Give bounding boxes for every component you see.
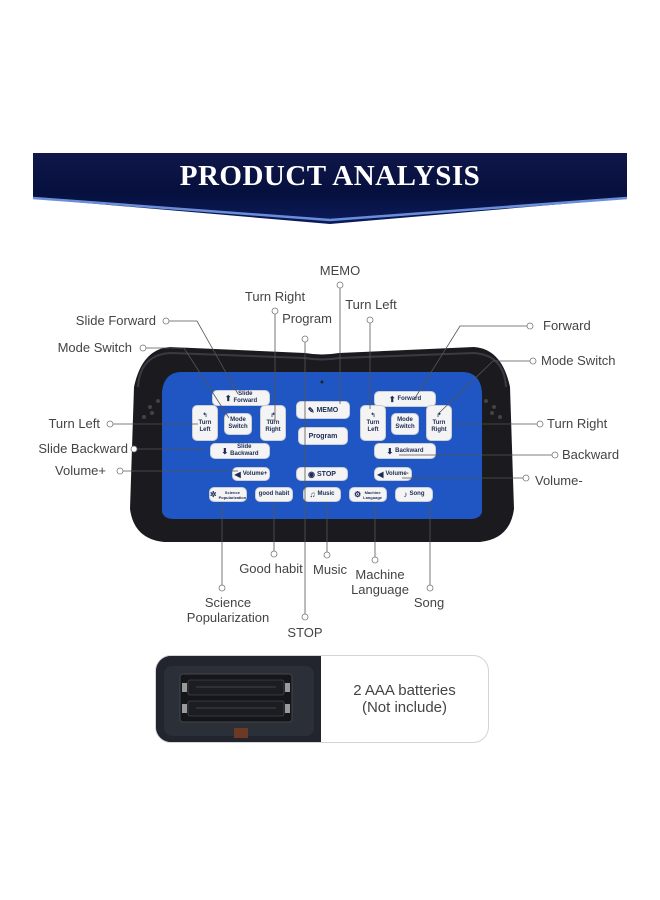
atom-icon: ✲ bbox=[209, 490, 217, 499]
label-backward: Backward bbox=[562, 447, 620, 462]
good-habit-button[interactable]: good habit bbox=[255, 487, 293, 502]
label-program: Program bbox=[282, 311, 332, 326]
label-music: Music bbox=[313, 562, 347, 577]
song-button[interactable]: ♪Song bbox=[395, 487, 433, 502]
label-turn-right-top: Turn Right bbox=[244, 289, 306, 304]
label-slide-forward: Slide Forward bbox=[75, 313, 156, 328]
label-good-habit: Good habit bbox=[239, 561, 303, 576]
up-arrow-icon: ⬆ bbox=[224, 393, 232, 403]
backward-arrow-icon: ⬇ bbox=[386, 446, 394, 456]
stop-button[interactable]: ◉STOP bbox=[296, 467, 348, 481]
stop-icon: ◉ bbox=[308, 469, 316, 479]
label-turn-right: Turn Right bbox=[547, 416, 608, 431]
label-memo: MEMO bbox=[319, 263, 361, 278]
label-mode-switch-left: Mode Switch bbox=[57, 340, 132, 355]
label-forward: Forward bbox=[543, 318, 591, 333]
forward-arrow-icon: ⬆ bbox=[388, 394, 396, 404]
label-volume-plus: Volume+ bbox=[55, 463, 106, 478]
note-icon: ♪ bbox=[403, 490, 408, 499]
label-stop: STOP bbox=[287, 625, 323, 640]
memo-icon: ✎ bbox=[307, 405, 315, 415]
volume-minus-button[interactable]: ◀Volume- bbox=[374, 467, 412, 481]
battery-compartment-image bbox=[156, 656, 321, 742]
label-slide-backward: Slide Backward bbox=[38, 441, 128, 456]
forward-button[interactable]: ⬆Forward bbox=[374, 391, 436, 407]
banner-title: PRODUCT ANALYSIS bbox=[179, 160, 481, 192]
music-button[interactable]: ♫Music bbox=[303, 487, 341, 502]
speaker-icon: ◀ bbox=[234, 469, 241, 479]
volume-plus-button[interactable]: ◀Volume+ bbox=[232, 467, 270, 481]
memo-button[interactable]: ✎MEMO bbox=[296, 401, 350, 419]
label-mode-switch-right: Mode Switch bbox=[541, 353, 616, 368]
battery-line-1: 2 AAA batteries bbox=[353, 682, 456, 699]
label-turn-left: Turn Left bbox=[48, 416, 100, 431]
down-arrow-icon: ⬇ bbox=[221, 446, 229, 456]
battery-info-card: 2 AAA batteries (Not include) bbox=[155, 655, 489, 743]
battery-line-2: (Not include) bbox=[361, 699, 448, 716]
speaker-icon: ◀ bbox=[377, 469, 384, 479]
turn-right-arrow-icon: ↱ bbox=[436, 412, 442, 419]
turn-left-arrow-icon: ↰ bbox=[370, 412, 376, 419]
program-button[interactable]: Program bbox=[298, 427, 348, 445]
robot-icon: ⚙ bbox=[353, 490, 362, 499]
guitar-icon: ♫ bbox=[309, 490, 316, 499]
label-song: Song bbox=[413, 595, 445, 610]
label-turn-left-top: Turn Left bbox=[345, 297, 397, 312]
turn-right-arrow-icon: ↱ bbox=[270, 412, 276, 419]
turn-left-arrow-icon: ↰ bbox=[202, 412, 208, 419]
label-volume-minus: Volume- bbox=[535, 473, 583, 488]
battery-note: 2 AAA batteries (Not include) bbox=[321, 656, 488, 742]
